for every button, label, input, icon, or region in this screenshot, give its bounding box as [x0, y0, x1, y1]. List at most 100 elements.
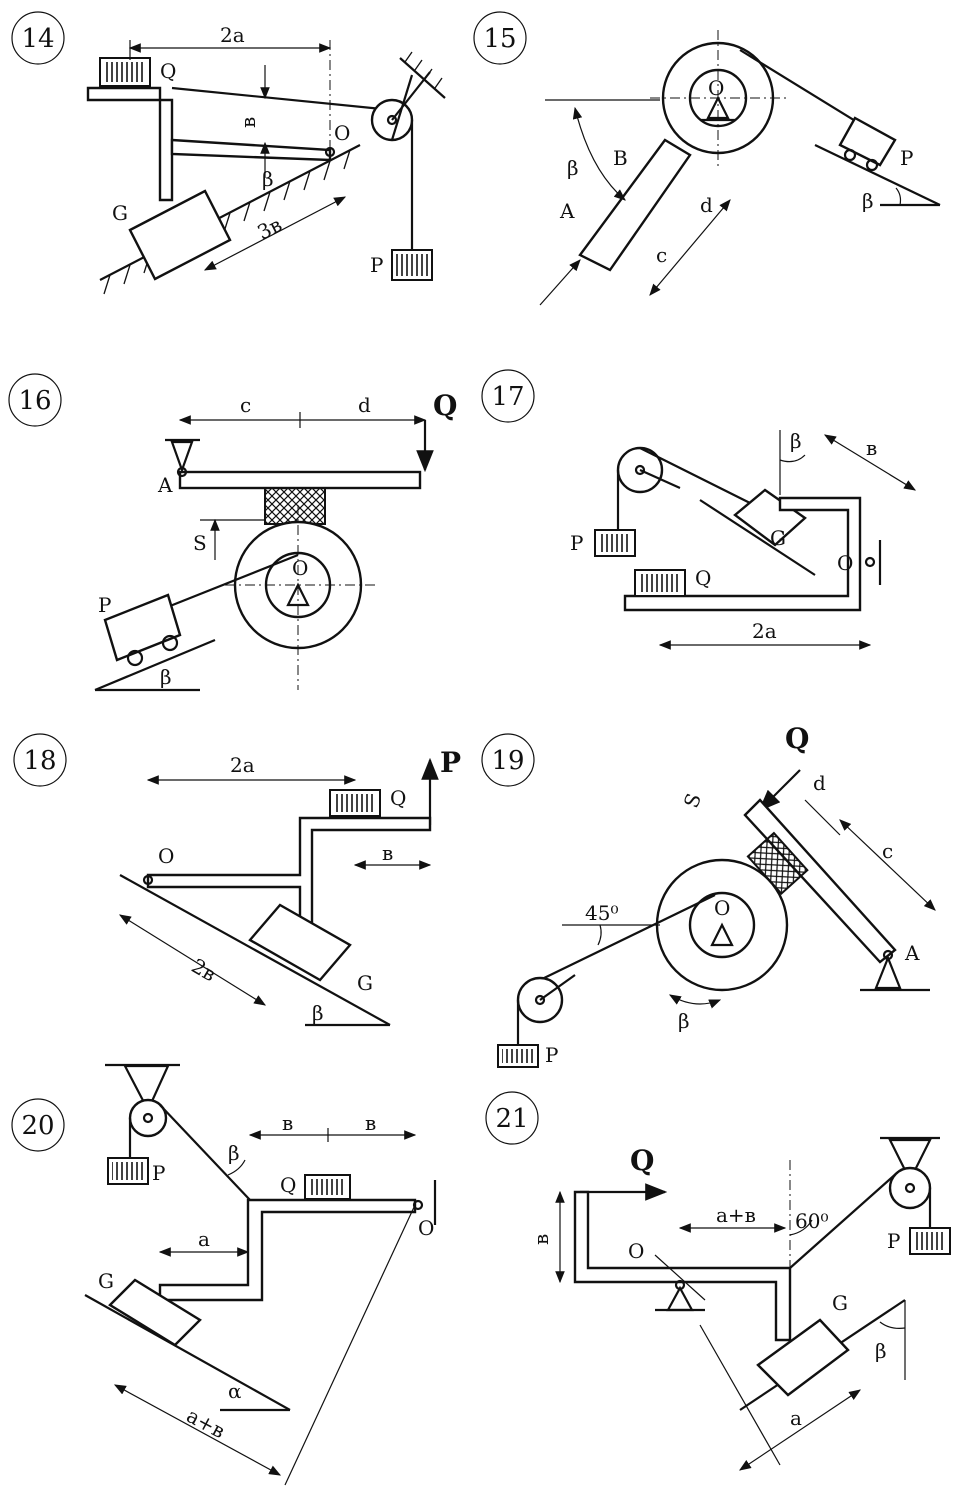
label-p: P: [900, 146, 913, 170]
lever-beam: [743, 798, 897, 964]
label-o: O: [418, 1216, 434, 1240]
label-q: Q: [160, 59, 176, 83]
label-a: A: [157, 473, 173, 497]
label-beta: β: [678, 1009, 690, 1033]
problem-14: 14 G O Q 2a в: [11, 11, 446, 295]
label-2a: 2a: [230, 753, 255, 777]
label-beta: β: [262, 167, 274, 191]
label-alpha: α: [228, 1379, 242, 1403]
pulley: [888, 1166, 932, 1210]
frame-l: [623, 496, 862, 612]
label-a: a: [790, 1406, 802, 1430]
block-g: [128, 189, 232, 281]
label-p: P: [98, 593, 111, 617]
block-g: [756, 1318, 850, 1397]
problem-20: 20 P β в в Q O a G α a+в: [11, 1063, 437, 1486]
number-badge-18: 18: [13, 733, 67, 787]
incline-surface: [99, 144, 361, 281]
incline-18: [119, 874, 391, 1026]
problem-17: 17 P G O Q β в 2a: [481, 369, 917, 650]
label-g: G: [98, 1269, 114, 1293]
label-p: P: [887, 1229, 900, 1253]
label-beta: β: [312, 1001, 324, 1025]
label-b1: в: [282, 1111, 293, 1135]
label-q: Q: [785, 722, 809, 755]
number-20: 20: [21, 1111, 54, 1141]
label-beta-2: β: [862, 189, 874, 213]
label-2b: 2в: [188, 954, 221, 987]
cart-p: [838, 116, 897, 167]
label-p: P: [570, 531, 583, 555]
label-c: c: [656, 243, 667, 267]
number-badge-19: 19: [481, 733, 535, 787]
problem-21: 21 Q в a+в 60⁰ P O G β a: [485, 1091, 951, 1471]
label-d: d: [358, 393, 371, 417]
label-q: Q: [433, 389, 457, 422]
label-s: S: [193, 531, 207, 555]
label-d: d: [813, 771, 826, 795]
label-q: Q: [630, 1144, 654, 1177]
label-o: O: [837, 551, 853, 575]
number-badge-14: 14: [11, 11, 65, 65]
label-g: G: [770, 526, 786, 550]
label-b: в: [866, 436, 877, 460]
label-b: B: [613, 146, 628, 170]
label-a: A: [559, 199, 575, 223]
number-badge-21: 21: [485, 1091, 539, 1145]
label-b: в: [529, 1234, 553, 1245]
label-d: d: [700, 193, 713, 217]
cart-p: [103, 593, 182, 662]
problem-18: 18 2a P Q O в G 2в β: [13, 733, 461, 1027]
frame-arm: [170, 138, 332, 162]
label-angle-60: 60⁰: [795, 1209, 828, 1233]
frame-left: [86, 86, 174, 202]
problem-19: 19 Q A S d c O 45⁰ P β: [481, 722, 936, 1068]
label-p: P: [440, 746, 461, 779]
label-g: G: [832, 1291, 848, 1315]
label-p: P: [370, 253, 383, 277]
label-angle-45: 45⁰: [585, 901, 618, 925]
label-g: G: [357, 971, 373, 995]
label-beta: β: [790, 429, 802, 453]
label-s: S: [679, 790, 706, 811]
label-o: O: [714, 896, 730, 920]
label-o: O: [334, 121, 350, 145]
label-beta: β: [160, 665, 172, 689]
frame-z: [146, 816, 432, 942]
label-a: a: [198, 1227, 210, 1251]
label-g: G: [112, 201, 128, 225]
label-c: c: [240, 393, 251, 417]
label-o: O: [628, 1239, 644, 1263]
incline-17: [699, 499, 816, 576]
number-18: 18: [23, 746, 56, 776]
incline-hatching: [103, 149, 351, 295]
label-2a: 2a: [752, 619, 777, 643]
block-g: [248, 903, 352, 982]
lever-beam: [178, 470, 422, 490]
frame-l: [573, 1190, 792, 1342]
number-21: 21: [495, 1104, 528, 1134]
number-19: 19: [491, 746, 524, 776]
label-3b: 3в: [253, 212, 285, 244]
label-2a: 2a: [220, 23, 245, 47]
brake-shoe: [264, 487, 326, 525]
block-g: [108, 1278, 202, 1347]
problem-16: 16 c d Q A S O P β: [8, 373, 457, 692]
label-a: A: [904, 941, 920, 965]
label-b2: в: [365, 1111, 376, 1135]
brake-arm: [578, 138, 692, 272]
label-q: Q: [390, 786, 406, 810]
number-badge-15: 15: [473, 11, 527, 65]
number-16: 16: [18, 386, 51, 416]
label-p: P: [545, 1043, 558, 1067]
label-o: O: [708, 76, 724, 100]
label-q: Q: [695, 566, 711, 590]
label-b: в: [382, 841, 393, 865]
label-o: O: [158, 844, 174, 868]
number-badge-16: 16: [8, 373, 62, 427]
rope-top: [171, 86, 393, 112]
label-q: Q: [280, 1173, 296, 1197]
number-15: 15: [483, 24, 516, 54]
label-p: P: [152, 1161, 165, 1185]
